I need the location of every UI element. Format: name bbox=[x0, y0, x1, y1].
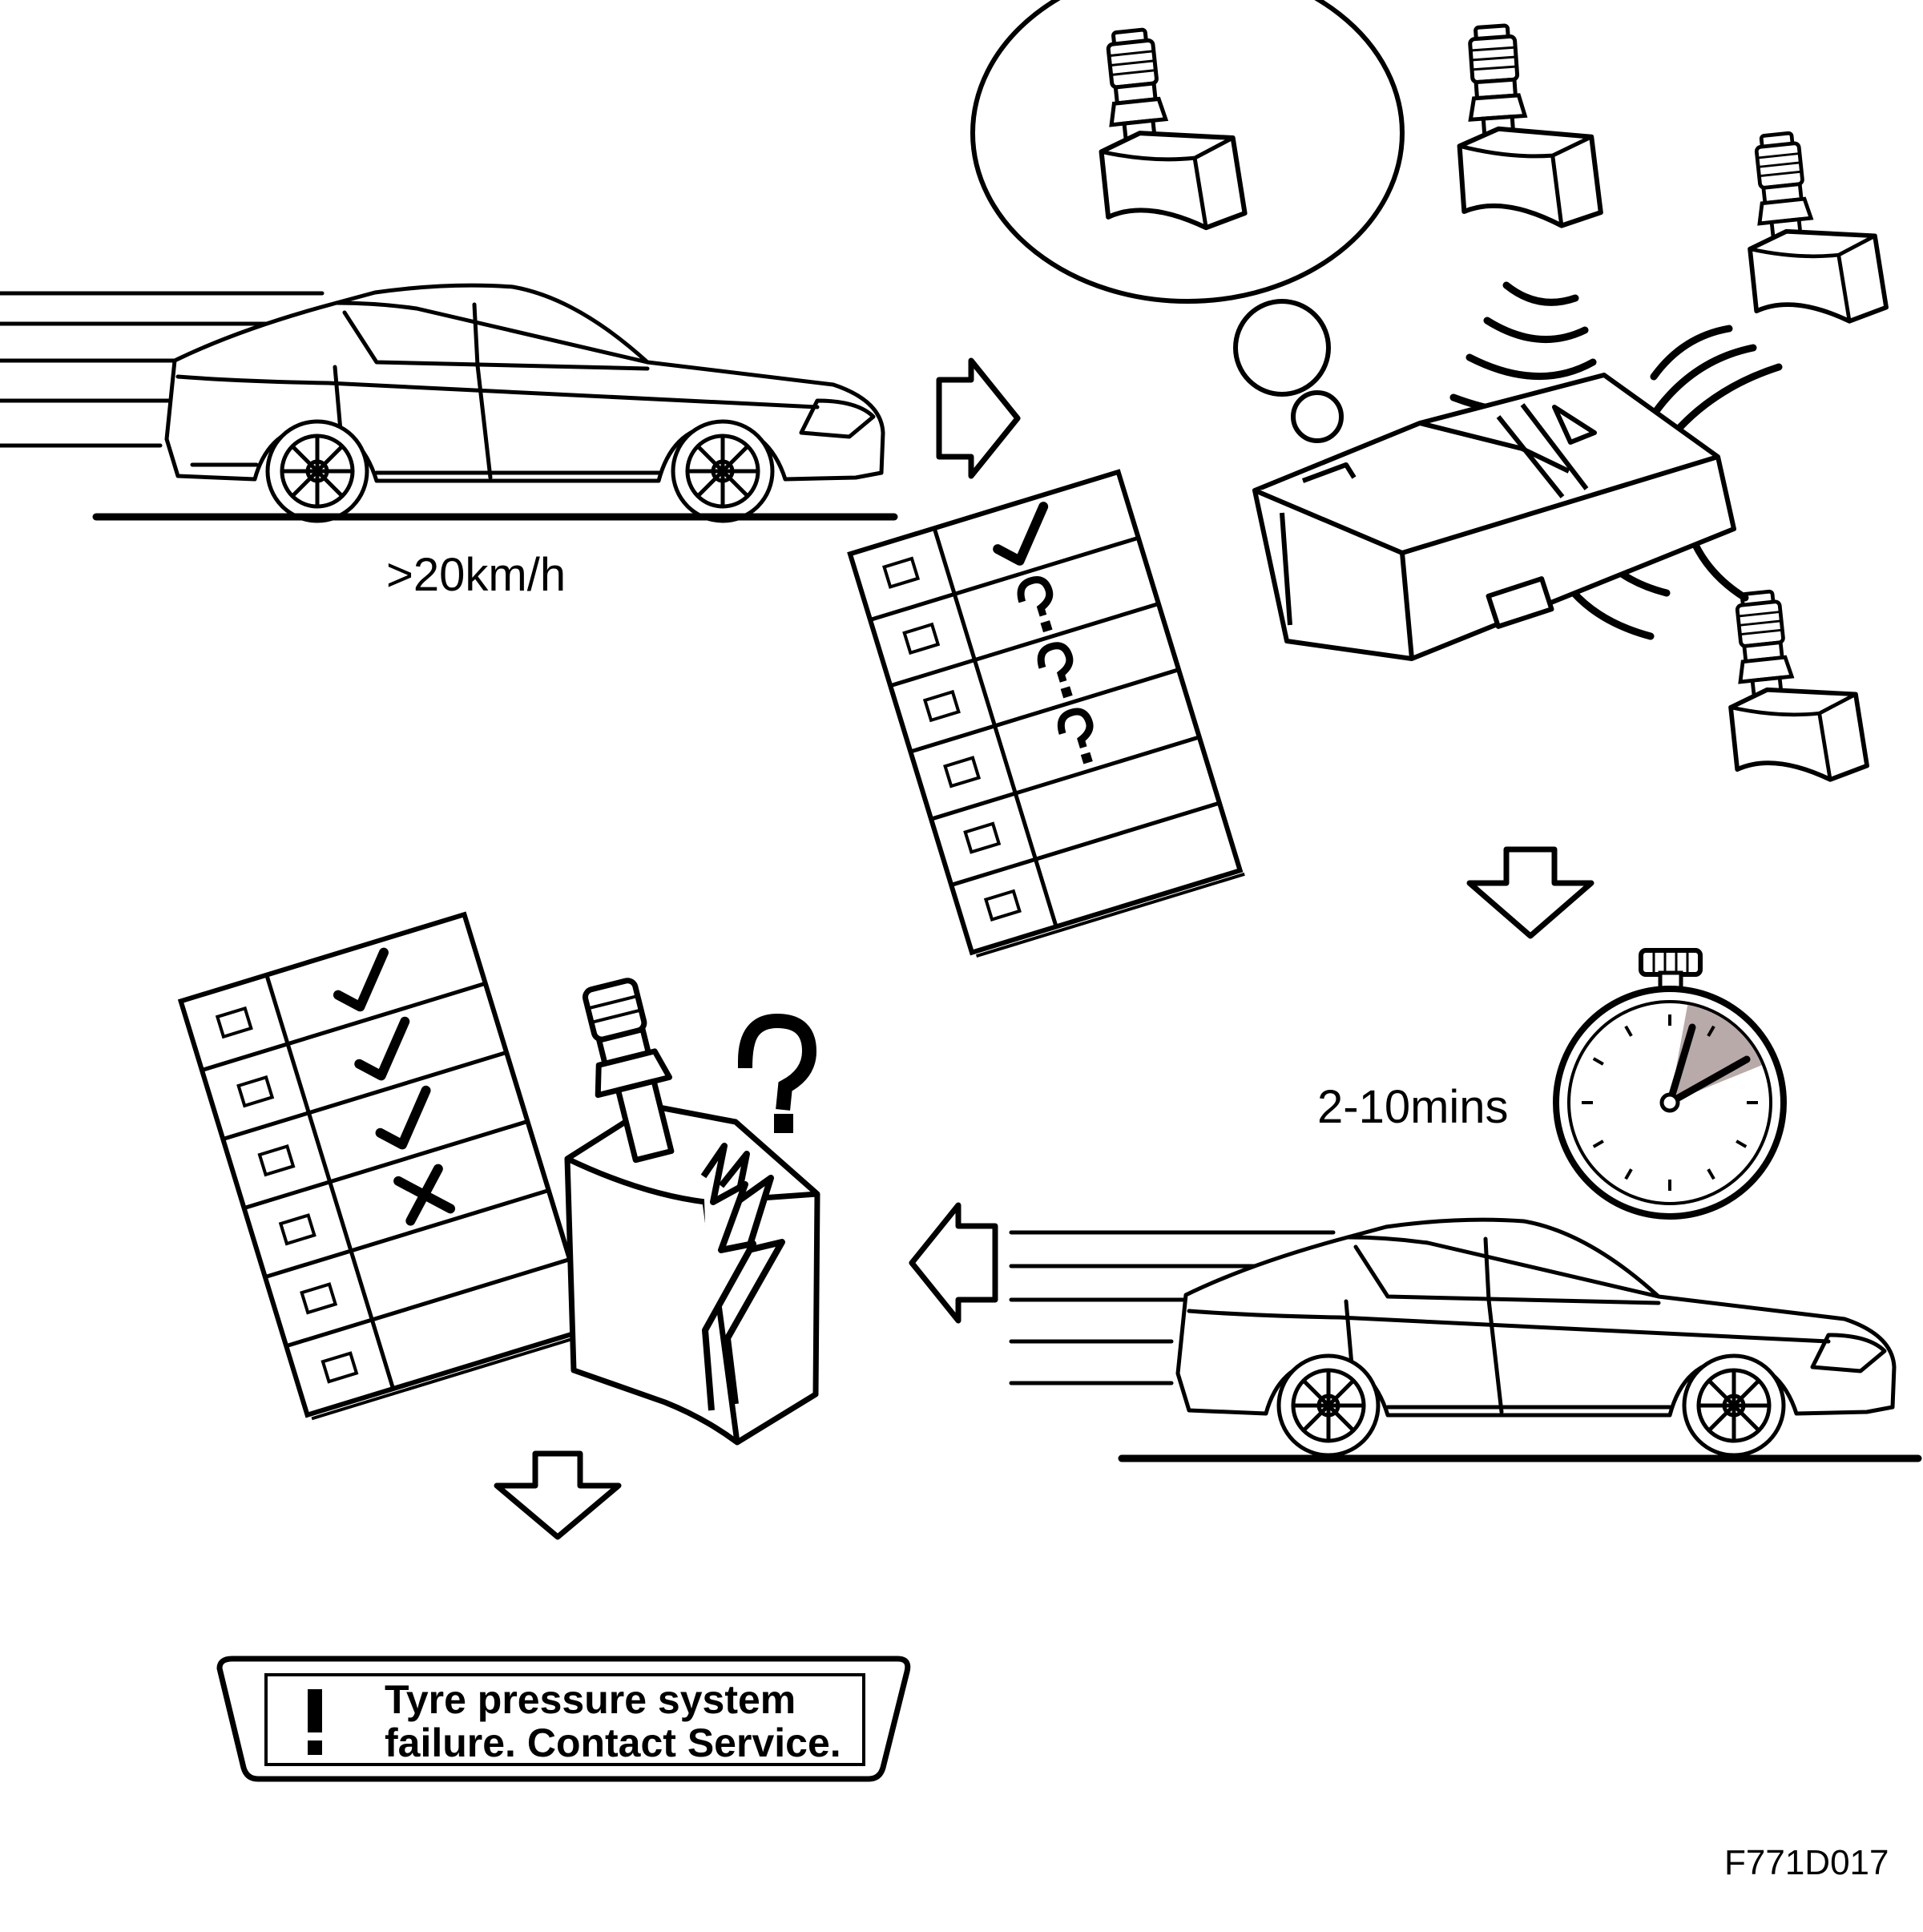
speed-label: >20km/h bbox=[386, 549, 566, 601]
arrow-down-icon bbox=[494, 1450, 622, 1540]
sensor-checklist-top bbox=[847, 469, 1245, 958]
stopwatch-tick bbox=[1592, 1139, 1604, 1148]
check-mark-icon bbox=[354, 1016, 410, 1081]
question-mark-dot bbox=[1060, 686, 1073, 699]
stopwatch-tick bbox=[1736, 1139, 1748, 1148]
question-mark-icon bbox=[1017, 576, 1054, 617]
warning-message-line2: failure. Contact Service. bbox=[385, 1720, 841, 1765]
question-mark-dot bbox=[1040, 620, 1053, 633]
stopwatch-tick bbox=[1624, 1025, 1633, 1037]
stopwatch-icon bbox=[1553, 948, 1787, 1220]
broken-sensor-icon bbox=[564, 978, 820, 1446]
receiver-module bbox=[1252, 373, 1736, 661]
question-mark-dot bbox=[1080, 752, 1093, 764]
exclamation-icon bbox=[308, 1689, 322, 1732]
question-mark-icon bbox=[1057, 708, 1094, 748]
arrow-down-icon bbox=[1466, 846, 1594, 939]
duration-label: 2-10mins bbox=[1317, 1081, 1509, 1133]
sensor-checklist-bottom bbox=[177, 911, 596, 1421]
car-driving-bottom bbox=[1009, 1217, 1922, 1462]
sensor-icon bbox=[1451, 20, 1601, 232]
stopwatch-tick bbox=[1592, 1057, 1604, 1066]
stopwatch-tick bbox=[1707, 1025, 1715, 1037]
question-mark-icon bbox=[1037, 642, 1074, 683]
sensor-icon bbox=[1719, 583, 1869, 789]
figure-code: F771D017 bbox=[1724, 1843, 1889, 1882]
stopwatch-tick bbox=[1624, 1168, 1633, 1180]
question-mark-icon bbox=[737, 1013, 817, 1133]
check-mark-icon bbox=[375, 1085, 431, 1150]
check-mark-icon bbox=[333, 947, 389, 1012]
warning-display bbox=[216, 1656, 911, 1782]
warning-message-line1: Tyre pressure system bbox=[385, 1677, 796, 1722]
stopwatch-tick bbox=[1707, 1168, 1715, 1180]
check-mark-icon bbox=[993, 502, 1049, 566]
sensor-icon bbox=[1739, 125, 1888, 331]
arrow-left-icon bbox=[909, 1202, 998, 1324]
car-driving-top bbox=[0, 283, 898, 523]
arrow-right-icon bbox=[936, 357, 1021, 479]
cross-mark-icon bbox=[393, 1164, 456, 1226]
